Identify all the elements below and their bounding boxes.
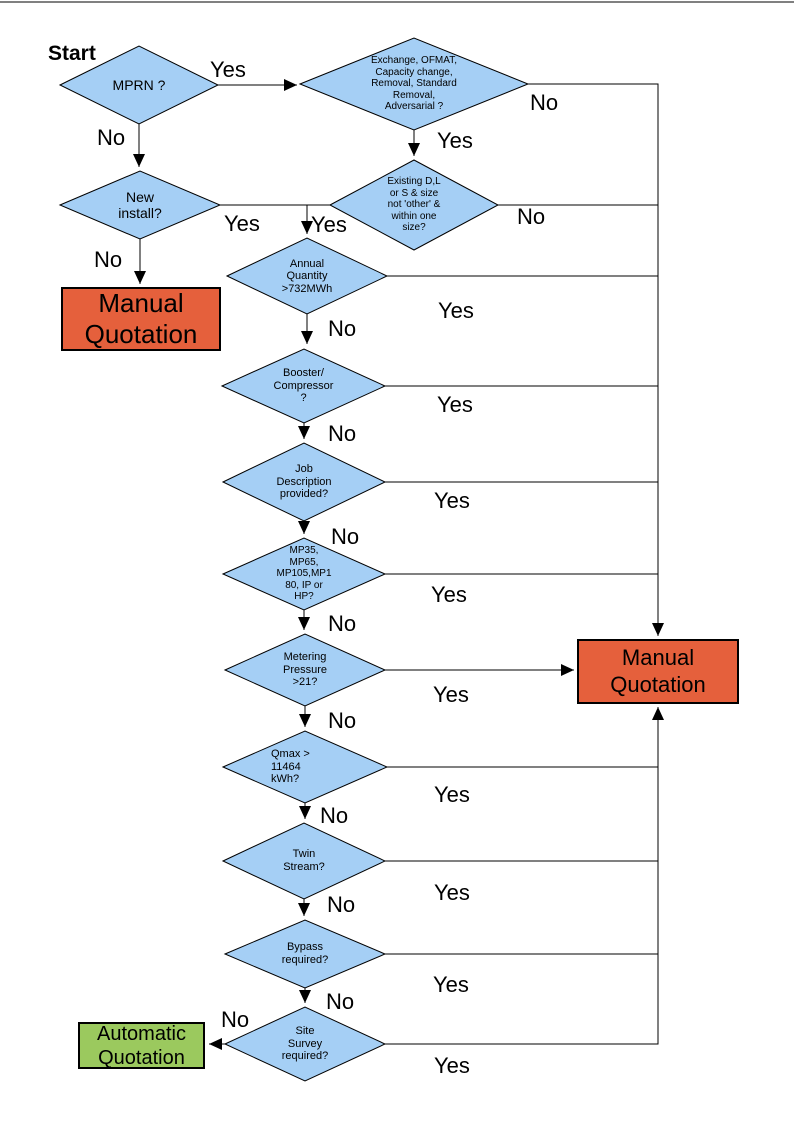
decision-mp-shape: [221, 537, 387, 611]
decision-label-exchange: Exchange, OFMAT, Capacity change, Remova…: [371, 55, 457, 113]
decision-bypass-shape: [223, 919, 387, 989]
decision-mprn-shape: [58, 45, 220, 125]
edge-label-mp-no: No: [328, 611, 357, 636]
decision-new-install-shape: [58, 170, 222, 240]
edge-label-exchange-no: No: [530, 90, 559, 115]
decision-label-mprn: MPRN ?: [112, 76, 166, 93]
decision-label-annual: Annual Quantity >732MWh: [281, 257, 333, 295]
terminal-automatic-shape: [78, 1022, 205, 1069]
edge-label-new-install-no: No: [94, 247, 123, 272]
edge-label-job-no: No: [331, 524, 360, 549]
decision-job-shape: [221, 442, 387, 522]
edge-label-metering-yes: Yes: [433, 682, 469, 707]
edge-exchange-no-collector: [528, 83, 664, 636]
decision-label-twin: Twin Stream?: [283, 848, 325, 873]
start-label: Start: [48, 42, 96, 65]
decision-label-bypass: Bypass required?: [281, 941, 329, 966]
edge-label-twin-no: No: [327, 892, 356, 917]
edge-label-existing-yes: Yes: [311, 212, 347, 237]
terminal-manual-right-shape: [577, 639, 739, 704]
terminal-label-manual-left: Manual Quotation: [84, 287, 198, 349]
decision-label-qmax: Qmax > 11464 kWh?: [271, 748, 310, 786]
decision-label-booster: Booster/ Compressor ?: [273, 367, 334, 405]
edge-label-booster-no: No: [328, 421, 357, 446]
flow-connectors: [0, 1, 794, 1050]
decision-existing-shape: [328, 159, 500, 251]
edge-label-annual-yes: Yes: [438, 298, 474, 323]
decision-annual-shape: [225, 237, 389, 315]
edge-label-exchange-yes: Yes: [437, 128, 473, 153]
decision-site-shape: [223, 1006, 387, 1082]
decision-exchange-shape: [298, 37, 530, 131]
edge-label-new-install-yes: Yes: [224, 211, 260, 236]
edge-label-bypass-no: No: [326, 989, 355, 1014]
decision-label-job: Job Description provided?: [276, 463, 332, 501]
edge-label-site-yes: Yes: [434, 1053, 470, 1078]
edge-label-site-no: No: [221, 1007, 250, 1032]
decision-label-mp: MP35, MP65, MP105,MP1 80, IP or HP?: [276, 545, 332, 603]
edge-label-qmax-no: No: [320, 803, 349, 828]
edge-label-mprn-no: No: [97, 125, 126, 150]
edge-label-mp-yes: Yes: [431, 582, 467, 607]
decision-metering-shape: [223, 633, 387, 707]
edge-label-mprn-yes: Yes: [210, 57, 246, 82]
decision-booster-shape: [220, 348, 387, 424]
decision-label-metering: Metering Pressure >21?: [282, 651, 328, 689]
decision-twin-shape: [221, 822, 387, 900]
edge-label-twin-yes: Yes: [434, 880, 470, 905]
decision-label-site: Site Survey required?: [281, 1025, 329, 1063]
edge-label-qmax-yes: Yes: [434, 782, 470, 807]
edge-label-metering-no: No: [328, 708, 357, 733]
decision-shapes: [58, 37, 530, 1082]
edge-label-booster-yes: Yes: [437, 392, 473, 417]
terminal-label-manual-right: Manual Quotation: [610, 645, 706, 697]
edge-label-annual-no: No: [328, 316, 357, 341]
decision-label-new-install: New install?: [118, 188, 162, 221]
edge-site-yes-collector: [385, 707, 664, 1045]
decision-label-existing: Existing D,L or S & size not 'other' & w…: [387, 176, 441, 234]
terminal-manual-left-shape: [61, 287, 221, 351]
terminal-shapes: [61, 287, 739, 1069]
edge-label-job-yes: Yes: [434, 488, 470, 513]
terminal-label-automatic: Automatic Quotation: [97, 1022, 186, 1069]
edge-label-bypass-yes: Yes: [433, 972, 469, 997]
edge-label-existing-no: No: [517, 204, 546, 229]
decision-qmax-shape: [221, 730, 389, 804]
